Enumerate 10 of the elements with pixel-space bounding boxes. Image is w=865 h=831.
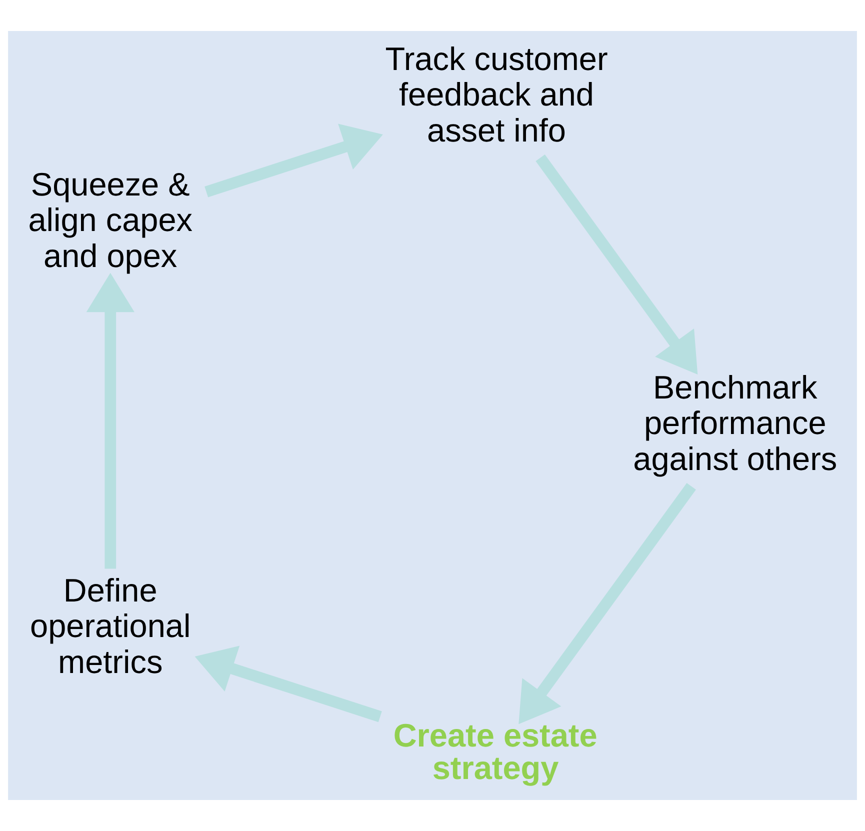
- node-text: Track customer feedback and asset info: [385, 40, 608, 148]
- node-text: Define operational metrics: [30, 572, 191, 680]
- arrow: [204, 124, 383, 198]
- arrow: [518, 482, 696, 724]
- node-text: Create estate strategy: [393, 717, 598, 786]
- node-text: Squeeze & align capex and opex: [28, 166, 193, 274]
- arrow: [194, 646, 382, 722]
- arrow: [536, 154, 698, 374]
- arrow: [86, 272, 134, 569]
- node-text: Benchmark performance against others: [633, 369, 838, 477]
